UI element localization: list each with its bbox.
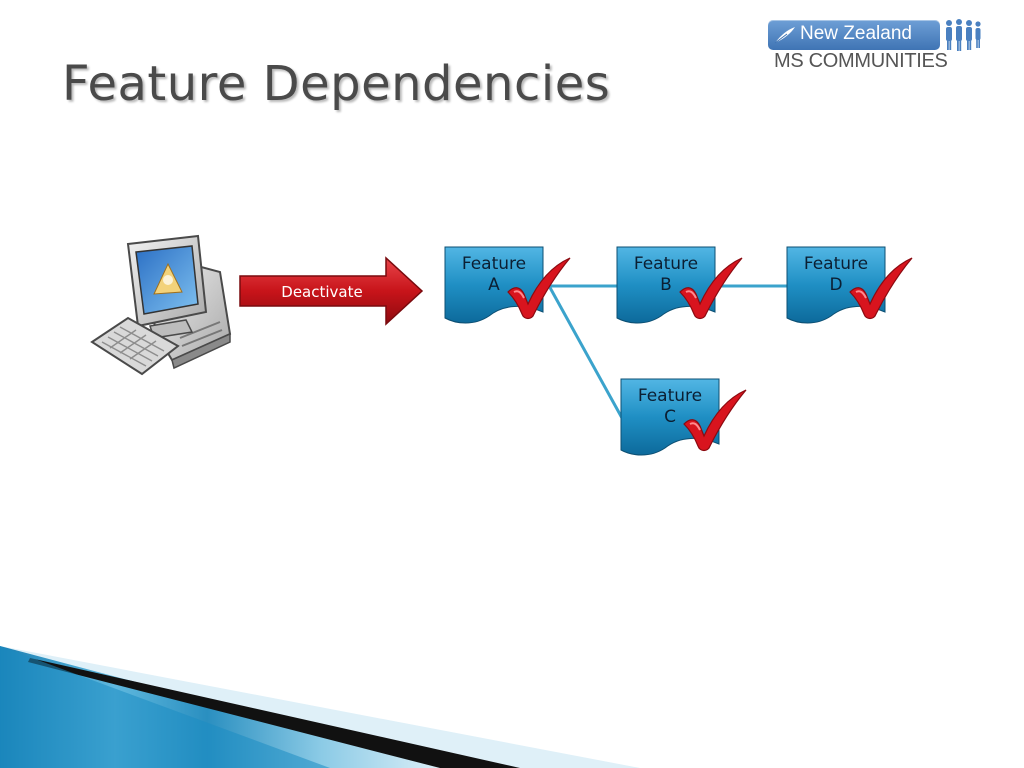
feature-b: Feature B — [616, 246, 743, 326]
feature-a-line1: Feature — [461, 254, 527, 274]
checkmark-icon — [507, 257, 571, 320]
people-icon — [946, 19, 981, 51]
checkmark-icon — [679, 257, 743, 320]
feature-a-line2: A — [488, 275, 500, 295]
feature-c: Feature C — [620, 378, 747, 458]
feature-d-line2: D — [829, 275, 843, 295]
logo-line1: New Zealand — [800, 23, 912, 44]
feature-b-label: Feature B — [620, 254, 712, 296]
feature-a: Feature A — [444, 246, 571, 326]
slide-title: Feature Dependencies — [62, 56, 611, 112]
feature-b-line1: Feature — [633, 254, 699, 274]
checkmark-icon — [849, 257, 913, 320]
feather-icon — [774, 27, 795, 44]
feature-c-line2: C — [664, 407, 676, 427]
logo-line2: MS COMMUNITIES — [774, 50, 948, 72]
checkmark-icon — [683, 389, 747, 452]
feature-a-label: Feature A — [448, 254, 540, 296]
computer-icon — [90, 234, 232, 376]
feature-b-line2: B — [660, 275, 672, 295]
feature-d-line1: Feature — [803, 254, 869, 274]
feature-d-label: Feature D — [790, 254, 882, 296]
decorative-corner — [0, 646, 640, 768]
nz-ms-communities-logo: New Zealand MS COMMUNITIES — [768, 18, 986, 78]
connector-a-c — [546, 283, 624, 419]
feature-d: Feature D — [786, 246, 913, 326]
feature-c-line1: Feature — [637, 386, 703, 406]
deactivate-arrow — [239, 256, 424, 326]
logo-banner: New Zealand — [768, 20, 940, 50]
feature-c-label: Feature C — [624, 386, 716, 428]
deactivate-label: Deactivate — [281, 283, 363, 301]
